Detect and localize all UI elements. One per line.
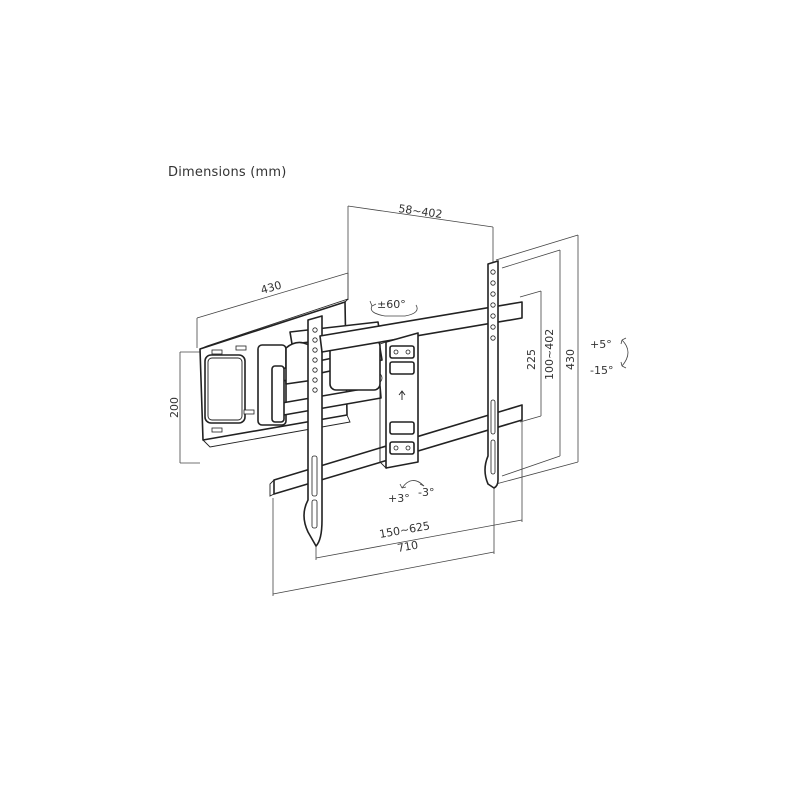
label-tilt-down: -15° (590, 364, 613, 377)
page-title: Dimensions (mm) (168, 165, 287, 180)
label-wall-plate-width: 430 (259, 279, 283, 297)
tilt-arrowhead-icon (620, 337, 627, 369)
vertical-rail-right (484, 260, 499, 489)
label-wall-distance: 58~402 (398, 202, 444, 221)
center-bracket (379, 332, 419, 470)
label-vesa-vertical-inner: 225 (525, 349, 538, 370)
horizontal-rail-top (319, 301, 523, 353)
swivel-arrow-icon (370, 304, 418, 317)
swivel-arrowhead-icon (369, 300, 377, 307)
label-level-minus: -3° (418, 486, 434, 499)
label-overall-width: 710 (396, 539, 419, 555)
label-vesa-horizontal-range: 150~625 (378, 519, 431, 541)
tilt-arrow-icon (621, 339, 629, 367)
level-arrowhead-icon (399, 483, 425, 489)
label-level-plus: +3° (388, 492, 410, 505)
label-rail-height: 430 (564, 349, 577, 370)
dimension-lines (179, 205, 579, 596)
label-tilt-up: +5° (590, 338, 612, 351)
vertical-rail-left (303, 315, 323, 547)
label-swivel: ±60° (377, 298, 406, 311)
rotation-arrows (369, 300, 629, 489)
level-arrow-icon (401, 480, 425, 489)
label-vesa-vertical-range: 100~402 (543, 329, 556, 380)
label-wall-plate-height: 200 (168, 397, 181, 418)
